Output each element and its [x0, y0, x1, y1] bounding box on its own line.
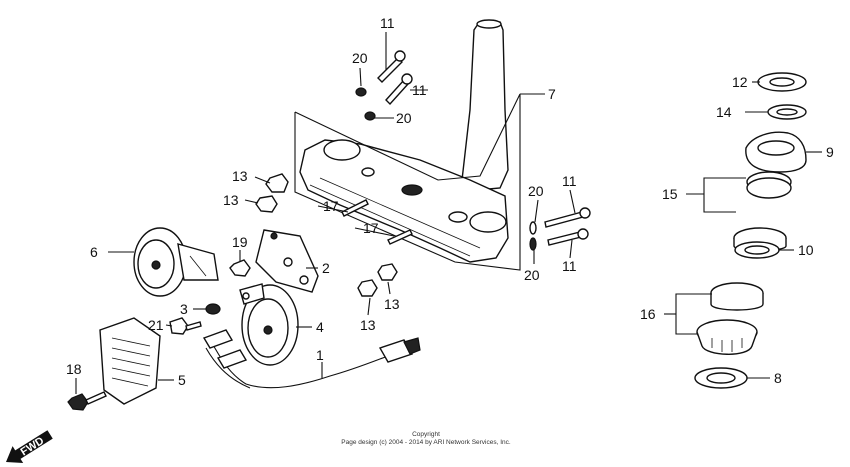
callout-4: 4: [316, 319, 324, 335]
bearing-cover-part-9[interactable]: [745, 131, 807, 173]
horn-part-4[interactable]: [239, 283, 299, 366]
washer-part-14[interactable]: [767, 104, 807, 120]
bolt-part-11-top[interactable]: [377, 50, 406, 83]
callout-6: 6: [90, 244, 98, 260]
leader-lines: [75, 32, 822, 394]
bearing-part-15[interactable]: [733, 171, 792, 252]
horn-wire-harness-part-1[interactable]: [202, 329, 421, 389]
bolt-part-11-right-upper[interactable]: [544, 207, 591, 228]
callout-8: 8: [774, 370, 782, 386]
callout-10: 10: [798, 242, 814, 258]
bearing-part-16[interactable]: [696, 282, 764, 355]
steering-stem-part-7[interactable]: [299, 19, 509, 263]
callout-3: 3: [180, 301, 188, 317]
bolt-part-18[interactable]: [67, 391, 107, 411]
callout-20-top: 20: [352, 50, 368, 66]
callout-9: 9: [826, 144, 834, 160]
callout-13-lower-left: 13: [223, 192, 239, 208]
bolt-part-11-right-lower[interactable]: [547, 228, 589, 246]
washer-part-20-right-upper[interactable]: [529, 221, 537, 235]
callout-16: 16: [640, 306, 656, 322]
callout-12: 12: [732, 74, 748, 90]
callout-11-right-upper: 11: [562, 173, 577, 189]
callout-7: 7: [548, 86, 556, 102]
callout-numbers: 11 20 11 20 7 13 13 17 17 20 11 20 11 6 …: [66, 15, 834, 388]
nut-part-13-lower-left[interactable]: [255, 195, 278, 213]
callout-18: 18: [66, 361, 82, 377]
callout-13-right-lower: 13: [360, 317, 376, 333]
callout-17-lower: 17: [363, 220, 379, 236]
horn-part-6[interactable]: [133, 227, 219, 297]
washer-part-3[interactable]: [205, 303, 221, 315]
callout-21: 21: [148, 317, 164, 333]
bolt-part-11-mid[interactable]: [385, 73, 413, 106]
callout-5: 5: [178, 372, 186, 388]
nut-part-13-right-upper[interactable]: [377, 263, 398, 281]
pin-part-17-upper[interactable]: [341, 199, 369, 217]
callout-13-upper: 13: [232, 168, 248, 184]
copyright-notice: Copyright Page design (c) 2004 - 2014 by…: [341, 431, 511, 446]
cover-part-5[interactable]: [99, 317, 161, 405]
pin-part-17-lower[interactable]: [387, 229, 413, 245]
callout-20-right-upper: 20: [528, 183, 544, 199]
washer-part-20-mid[interactable]: [364, 111, 376, 121]
callout-2: 2: [322, 260, 330, 276]
nut-part-12[interactable]: [757, 72, 807, 92]
callout-11-right-lower: 11: [562, 258, 577, 274]
callout-1: 1: [316, 347, 324, 363]
callout-15: 15: [662, 186, 678, 202]
washer-part-20-right-lower[interactable]: [529, 237, 537, 251]
copyright-line-2: Page design (c) 2004 - 2014 by ARI Netwo…: [341, 439, 511, 446]
forward-direction-arrow: FWD: [6, 430, 53, 464]
callout-14: 14: [716, 104, 732, 120]
callout-17-upper: 17: [323, 198, 339, 214]
callout-13-right-upper: 13: [384, 296, 400, 312]
bolt-part-21[interactable]: [169, 317, 202, 335]
callout-11-mid: 11: [412, 82, 427, 98]
washer-part-20-top[interactable]: [355, 87, 367, 97]
bolt-part-19[interactable]: [229, 259, 251, 277]
callout-20-mid: 20: [396, 110, 412, 126]
callout-11-top: 11: [380, 15, 395, 31]
copyright-line-1: Copyright: [412, 431, 440, 438]
dust-seal-part-8[interactable]: [694, 367, 748, 389]
horn-bracket-part-2[interactable]: [255, 229, 319, 293]
nut-part-13-right-lower[interactable]: [357, 279, 378, 297]
callout-19: 19: [232, 234, 248, 250]
fwd-arrow-icon: [6, 430, 53, 464]
nut-part-13-upper[interactable]: [265, 173, 289, 193]
callout-20-right-lower: 20: [524, 267, 540, 283]
dust-seal-part-10[interactable]: [734, 241, 780, 259]
